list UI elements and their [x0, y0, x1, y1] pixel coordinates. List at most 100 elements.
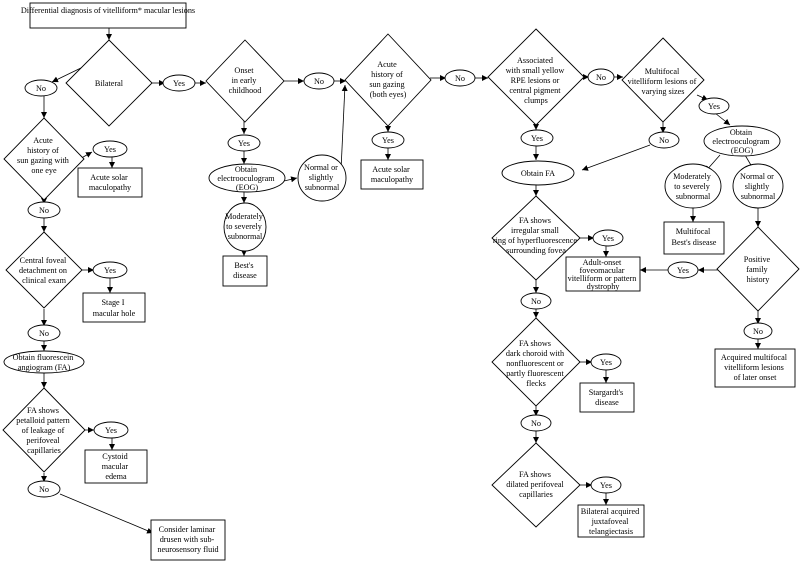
answer-yes-1: Yes [92, 140, 128, 158]
svg-text:Moderately to severely: Moderately to severely subnormal [225, 212, 265, 241]
svg-text:Associated with small ye: Associated with small yellow RPE lesions… [506, 56, 567, 105]
svg-text:Yes: Yes [173, 79, 185, 88]
answer-yes-4: Yes [162, 74, 196, 92]
answer-yes-3: Yes [93, 421, 129, 439]
outcome-macular-hole: Stage I macular hole [82, 292, 146, 323]
decision-sun-gazing-both: Acute history of sun gazing (both eyes) [344, 33, 432, 127]
svg-text:Cystoid macular ed: Cystoid macular edema [102, 452, 130, 481]
title-box: Differential diagnosis of vitelliform* m… [21, 2, 195, 29]
answer-yes-2: Yes [92, 261, 128, 279]
answer-yes-11: Yes [590, 353, 622, 371]
step-obtain-fa-left: Obtain fluorescein angiogram (FA) [3, 350, 85, 374]
answer-no-6: No [444, 69, 476, 87]
svg-text:Obtain FA: Obtain FA [521, 169, 555, 178]
svg-text:Positive family hi: Positive family history [744, 255, 772, 284]
outcome-laminar: Consider laminar drusen with sub- neuros… [150, 519, 226, 561]
outcome-acquired-multifocal: Acquired multifocal vitelliform lesions … [714, 348, 796, 388]
step-normal-right: Normal or slightly subnormal [732, 163, 784, 209]
answer-no-4: No [27, 480, 61, 498]
svg-text:No: No [753, 327, 763, 336]
decision-sun-gazing-one-eye: Acute history of sun gazing with one eye [3, 117, 85, 201]
answer-no-10: No [520, 292, 552, 310]
decision-multifocal: Multifocal vitelliform lesions of varyin… [621, 37, 705, 123]
svg-text:FA shows dark choroid wi: FA shows dark choroid with nonfluorescen… [506, 339, 566, 388]
answer-yes-5: Yes [227, 134, 261, 152]
svg-text:Yes: Yes [677, 266, 689, 275]
svg-text:No: No [455, 74, 465, 83]
svg-text:Multifocal Best's diseas: Multifocal Best's disease [672, 227, 717, 247]
outcome-multifocal-bests: Multifocal Best's disease [663, 221, 725, 255]
svg-text:Acquired multifocal vite: Acquired multifocal vitelliform lesions … [721, 353, 789, 382]
svg-text:Multifocal vitelliform l: Multifocal vitelliform lesions of varyin… [628, 67, 699, 96]
outcome-telangiectasis: Bilateral acquired juxtafoveal telangiec… [577, 504, 645, 538]
answer-yes-9: Yes [667, 261, 699, 279]
svg-text:No: No [314, 77, 324, 86]
svg-text:Yes: Yes [602, 234, 614, 243]
answer-yes-7: Yes [520, 129, 554, 147]
svg-text:Bilateral acquired juxta: Bilateral acquired juxtafoveal telangiec… [581, 507, 641, 536]
answer-no-7: No [587, 68, 615, 86]
answer-no-11: No [520, 414, 552, 432]
svg-text:Obtain electrooculogram: Obtain electrooculogram (EOG) [712, 128, 771, 155]
decision-fa-dark-choroid: FA shows dark choroid with nonfluorescen… [491, 317, 581, 407]
svg-text:Obtain fluorescein angio: Obtain fluorescein angiogram (FA) [13, 353, 76, 372]
answer-yes-8: Yes [698, 97, 730, 115]
svg-text:Moderately to severely: Moderately to severely subnormal [673, 172, 713, 201]
svg-text:Yes: Yes [531, 134, 543, 143]
svg-text:Adult-onset foveomacular: Adult-onset foveomacular vitelliform or … [568, 258, 639, 291]
svg-text:No: No [39, 485, 49, 494]
svg-text:No: No [39, 329, 49, 338]
answer-no-3: No [27, 324, 61, 342]
step-obtain-eog-right: Obtain electrooculogram (EOG) [703, 125, 781, 157]
svg-text:FA shows petalloid patte: FA shows petalloid pattern of leakage of… [16, 406, 71, 455]
decision-bilateral-label: Bilateral [95, 79, 124, 88]
svg-text:Yes: Yes [104, 145, 116, 154]
answer-yes-6: Yes [371, 131, 405, 149]
answer-no-2: No [27, 201, 61, 219]
svg-text:Stargardt's disease: Stargardt's disease [589, 388, 626, 407]
svg-text:Consider laminar drusen: Consider laminar drusen with sub- neuros… [157, 525, 218, 554]
decision-family-history: Positive family history [716, 226, 800, 312]
answer-no-8: No [648, 131, 680, 149]
svg-text:Yes: Yes [382, 136, 394, 145]
step-moderate-mid: Moderately to severely subnormal [223, 202, 267, 252]
svg-text:Stage I macular hole: Stage I macular hole [93, 298, 136, 318]
svg-text:Yes: Yes [600, 481, 612, 490]
step-moderate-right: Moderately to severely subnormal [664, 163, 722, 209]
answer-no-5: No [303, 72, 335, 90]
decision-onset-childhood: Onset in early childhood [205, 39, 285, 123]
svg-text:No: No [39, 206, 49, 215]
decision-fa-dilated: FA shows dilated perifoveal capillaries [491, 442, 581, 528]
svg-text:Acute solar maculopathy: Acute solar maculopathy [89, 173, 132, 192]
decision-bilateral: Bilateral [65, 39, 153, 127]
answer-no-1: No [24, 79, 58, 97]
svg-text:Yes: Yes [238, 139, 250, 148]
outcome-cystoid: Cystoid macular edema [84, 449, 148, 484]
svg-text:Yes: Yes [708, 102, 720, 111]
svg-text:Yes: Yes [600, 358, 612, 367]
svg-text:No: No [531, 419, 541, 428]
svg-text:Yes: Yes [104, 266, 116, 275]
outcome-solar-both: Acute solar maculopathy [360, 159, 424, 190]
answer-yes-12: Yes [590, 476, 622, 494]
svg-text:FA shows dilated perifov: FA shows dilated perifoveal capillaries [506, 470, 566, 499]
decision-fa-petalloid: FA shows petalloid pattern of leakage of… [2, 387, 86, 473]
svg-text:Normal or slightly: Normal or slightly subnormal [304, 163, 340, 192]
svg-text:Central foveal detachmen: Central foveal detachment on clinical ex… [19, 256, 69, 285]
answer-yes-10: Yes [592, 229, 624, 247]
svg-text:No: No [531, 297, 541, 306]
decision-central-foveal: Central foveal detachment on clinical ex… [5, 231, 83, 309]
svg-text:Acute solar maculopathy: Acute solar maculopathy [371, 165, 414, 184]
svg-text:Normal or slightly: Normal or slightly subnormal [740, 172, 776, 201]
outcome-solar-one-eye: Acute solar maculopathy [77, 167, 143, 198]
svg-text:Best's disease: Best's disease [233, 261, 257, 280]
svg-text:No: No [36, 84, 46, 93]
outcome-bests: Best's disease [222, 255, 268, 287]
step-obtain-eog-mid: Obtain electrooculogram (EOG) [208, 163, 286, 193]
svg-text:Yes: Yes [105, 426, 117, 435]
step-normal-mid: Normal or slightly subnormal [297, 154, 347, 202]
decision-small-yellow: Associated with small yellow RPE lesions… [487, 28, 585, 126]
svg-text:No: No [596, 73, 606, 82]
outcome-stargardt: Stargardt's disease [579, 382, 635, 413]
svg-text:Obtain electrooculogram: Obtain electrooculogram (EOG) [217, 165, 276, 192]
